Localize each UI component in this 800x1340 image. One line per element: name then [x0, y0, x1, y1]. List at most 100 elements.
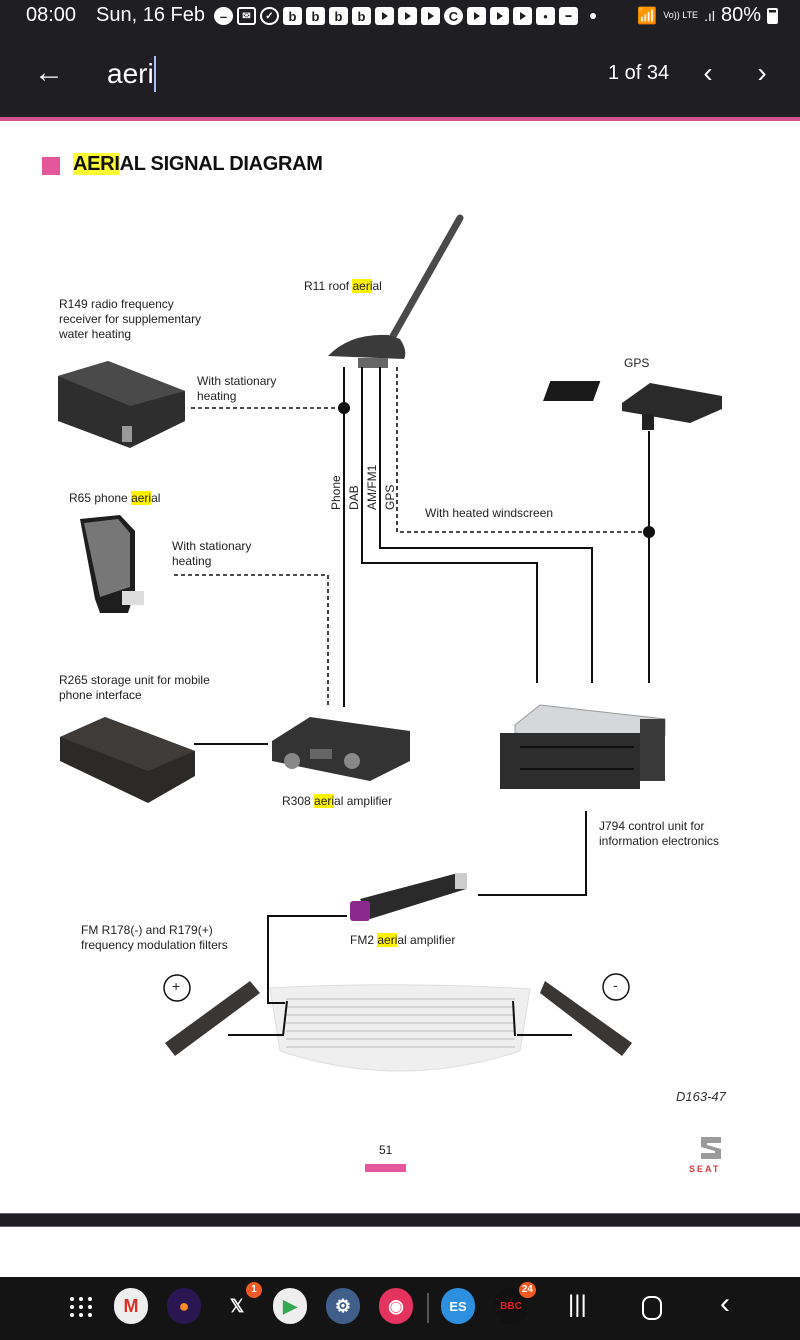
youtube-icon	[467, 7, 486, 25]
search-input[interactable]	[107, 54, 527, 94]
firefox-icon[interactable]: ●	[167, 1288, 201, 1324]
figure-id: D163-47	[676, 1089, 726, 1104]
optional-wiring	[174, 367, 649, 707]
wifi-icon: 📶	[637, 7, 658, 25]
b-app-icon: b	[283, 7, 302, 25]
plus-app-icon: ●	[536, 7, 555, 25]
label-r308-amplifier: R308 aerial amplifier	[282, 794, 393, 808]
battery-icon	[767, 7, 778, 24]
do-not-disturb-icon: –	[214, 7, 233, 25]
label-line-dab: DAB	[347, 485, 361, 510]
app-drawer-button[interactable]	[70, 1297, 94, 1319]
es-file-explorer-icon[interactable]: ES	[441, 1288, 475, 1324]
youtube-icon	[421, 7, 440, 25]
find-in-page-bar: ← 1 of 34 ‹ ›	[0, 32, 800, 117]
connect-app-icon: ▬	[559, 7, 578, 25]
youtube-icon	[513, 7, 532, 25]
label-line-gps: GPS	[383, 484, 397, 510]
header-accent-rule	[0, 117, 800, 121]
back-nav-button[interactable]: ‹	[720, 1287, 730, 1320]
minus-terminal-marker	[602, 973, 630, 1001]
notification-icons: – ✉ ✓ b b b b C ● ▬	[214, 7, 596, 25]
gps-module-image	[543, 381, 722, 430]
youtube-icon	[398, 7, 417, 25]
settings-icon[interactable]: ⚙	[326, 1288, 360, 1324]
recent-apps-button[interactable]: |||	[568, 1291, 587, 1318]
arrow-left-icon: ←	[34, 56, 64, 89]
clock: 08:00	[26, 4, 77, 26]
gmail-icon[interactable]: M	[114, 1288, 148, 1324]
b-app-icon: b	[306, 7, 325, 25]
document-page[interactable]: AERIAL SIGNAL DIAGRAM	[0, 121, 800, 1213]
volte-indicator: Vo)) LTE	[663, 10, 699, 20]
mail-icon: ✉	[237, 7, 256, 25]
r65-phone-aerial-image	[80, 515, 144, 613]
status-bar: 08:00 Sun, 16 Feb – ✉ ✓ b b b b C ● ▬ 📶 …	[0, 0, 800, 32]
plus-terminal-marker	[163, 974, 191, 1002]
page-separator	[0, 1213, 800, 1227]
fm-filter-plus-image	[165, 981, 260, 1056]
label-line-phone: Phone	[329, 475, 343, 510]
label-heated-windscreen: With heated windscreen	[425, 506, 554, 520]
next-match-button[interactable]: ›	[747, 58, 777, 88]
label-gps: GPS	[624, 356, 650, 370]
roof-aerial-image	[328, 214, 464, 368]
aerial-signal-diagram	[58, 214, 722, 1072]
page-number-bar	[365, 1164, 406, 1172]
back-button[interactable]: ←	[32, 56, 66, 90]
label-fm-filters: FM R178(-) and R179(+)frequency modulati…	[81, 923, 228, 952]
r308-amplifier-image	[272, 717, 410, 781]
youtube-icon	[375, 7, 394, 25]
play-store-icon[interactable]: ▶	[273, 1288, 307, 1324]
match-count: 1 of 34	[608, 62, 670, 84]
battery-percent: 80%	[720, 4, 761, 26]
more-notifications-dot	[590, 13, 596, 19]
chevron-left-icon: ‹	[703, 57, 713, 88]
junction-dot	[643, 526, 655, 538]
b-app-icon: b	[352, 7, 371, 25]
section-marker	[42, 157, 60, 175]
b-app-icon: b	[329, 7, 348, 25]
brand-name: SEAT	[689, 1164, 721, 1174]
wiring	[194, 367, 650, 1036]
r265-storage-image	[60, 717, 195, 803]
signal-icon: .ıl	[704, 7, 715, 24]
plus-sign: +	[172, 978, 181, 994]
label-fm2-amplifier: FM2 aerial amplifier	[350, 933, 456, 947]
dock-divider	[427, 1293, 429, 1323]
label-line-amfm1: AM/FM1	[365, 464, 379, 510]
seat-logo-icon	[701, 1137, 721, 1159]
j794-head-unit-image	[500, 704, 666, 789]
date: Sun, 16 Feb	[96, 4, 205, 26]
rear-window-image	[269, 984, 531, 1072]
text-caret	[154, 56, 156, 92]
label-r65-phone-aerial: R65 phone aerial	[69, 491, 161, 505]
fm2-amplifier-image	[350, 873, 467, 921]
junction-dot	[338, 402, 350, 414]
notification-badge: 24	[518, 1282, 536, 1298]
system-indicators: 📶 Vo)) LTE .ıl 80%	[637, 4, 778, 27]
chevron-right-icon: ›	[757, 57, 767, 88]
label-r11-roof-aerial: R11 roof aerial	[304, 279, 382, 293]
check-circle-icon: ✓	[260, 7, 279, 25]
youtube-icon	[490, 7, 509, 25]
r149-receiver-image	[58, 361, 185, 448]
fm-filter-minus-image	[540, 981, 632, 1056]
previous-match-button[interactable]: ‹	[693, 58, 723, 88]
home-button[interactable]	[642, 1296, 662, 1320]
page-number: 51	[379, 1143, 393, 1157]
next-page-area	[0, 1227, 800, 1277]
minus-sign: -	[613, 977, 618, 993]
search-highlight: AERI	[73, 153, 120, 175]
notification-badge: 1	[246, 1282, 262, 1298]
screen-recorder-icon[interactable]: ◉	[379, 1288, 413, 1324]
page-title: AERIAL SIGNAL DIAGRAM	[73, 153, 323, 175]
